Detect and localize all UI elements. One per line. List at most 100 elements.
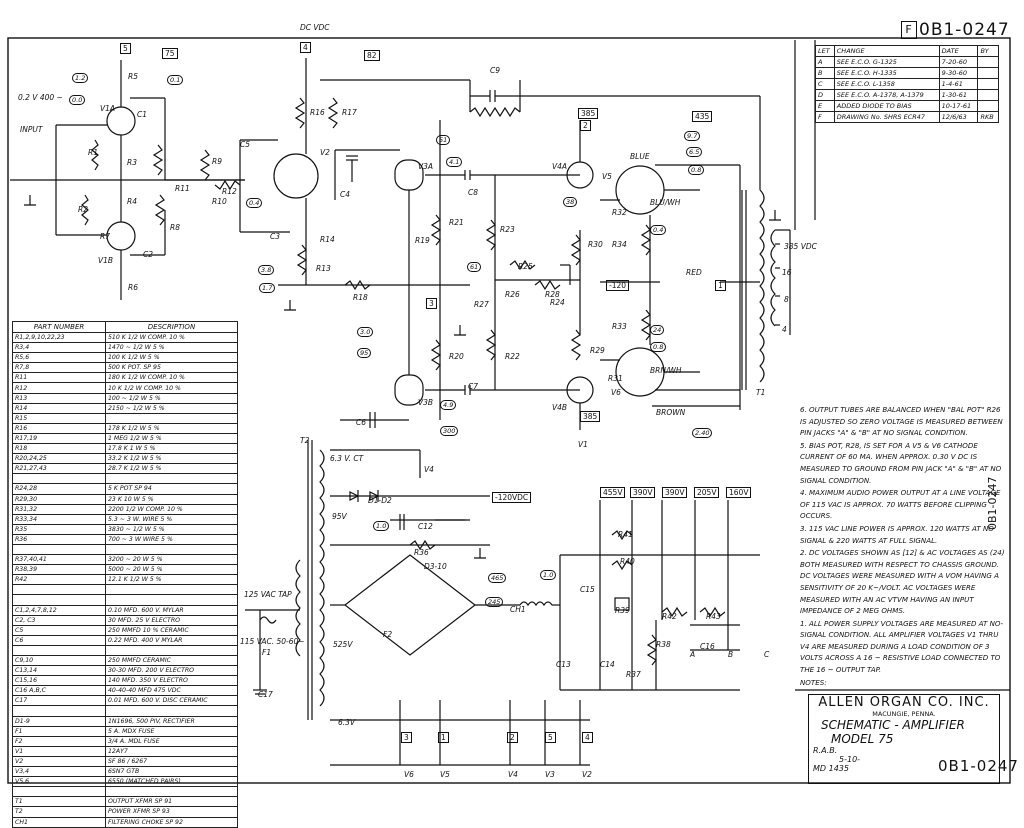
title-block: ALLEN ORGAN CO. INC. MACUNGIE, PENNA. SC… — [808, 694, 1000, 784]
part-description — [105, 473, 238, 485]
part-number — [12, 644, 106, 657]
note-item: 3. 115 VAC LINE POWER IS APPROX. 120 WAT… — [800, 523, 994, 545]
component-label: R12 — [222, 187, 237, 196]
component-label: R16 — [310, 108, 325, 117]
ac-voltage-label: 1.7 — [259, 283, 276, 293]
revision-cell: 12/6/63 — [938, 111, 979, 123]
part-description: 510 K 1/2 W COMP. 10 % — [105, 331, 238, 344]
component-label: R39 — [615, 606, 630, 615]
part-description: 33.2 K 1/2 W 5 % — [105, 453, 238, 465]
component-label: R3 — [127, 158, 137, 167]
ac-voltage-label: 0.0 — [69, 95, 86, 105]
part-description: 1N1696, 500 PIV, RECTIFIER — [105, 715, 238, 727]
dc-voltage-label: 5 — [545, 732, 556, 743]
component-label: C16 — [700, 642, 715, 651]
part-number: F1 — [12, 725, 106, 737]
component-label: T2 — [300, 436, 310, 445]
part-number: R5,6 — [12, 352, 106, 364]
component-label: R33 — [612, 322, 627, 331]
component-label: F1 — [262, 648, 272, 657]
part-number: R31,32 — [12, 503, 106, 515]
part-description: 0.01 MFD. 600 V. DISC CERAMIC — [105, 695, 238, 707]
component-label: R41 — [618, 530, 633, 539]
component-label: R5 — [128, 72, 138, 81]
v1-stage — [10, 60, 245, 300]
part-description: SF 86 / 6267 — [105, 755, 238, 768]
dc-voltage-label: 4 — [300, 42, 311, 53]
parts-row — [12, 786, 238, 798]
dc-voltage-label: 435 — [692, 111, 713, 122]
component-label: R32 — [612, 208, 627, 217]
schematic-note: 8 — [784, 295, 789, 304]
note-item: 6. OUTPUT TUBES ARE BALANCED WHEN "BAL P… — [800, 405, 1003, 438]
ac-voltage-label: 1.0 — [373, 521, 390, 531]
part-number: V2 — [12, 755, 106, 768]
note-item: 1. ALL POWER SUPPLY VOLTAGES ARE MEASURE… — [800, 618, 1004, 675]
component-label: R9 — [212, 157, 222, 166]
component-label: B — [728, 650, 734, 659]
part-number: T2 — [12, 806, 106, 818]
part-number — [12, 705, 106, 717]
part-number: R3,4 — [12, 342, 106, 354]
ac-voltage-label: 9.7 — [684, 131, 701, 141]
component-label: C8 — [468, 188, 479, 197]
part-description: 5 A. MDX FUSE — [105, 725, 238, 737]
component-label: R4 — [127, 197, 137, 206]
ac-voltage-label: 6.5 — [686, 147, 703, 157]
component-label: V1B — [98, 256, 114, 265]
note-item: 5. BIAS POT, R28, IS SET FOR A V5 & V6 C… — [800, 440, 1002, 485]
component-label: A — [690, 650, 696, 659]
revision-cell — [977, 78, 999, 90]
revision-cell: SEE E.C.O. A-1378, A-1379 — [833, 89, 940, 101]
schematic-note: 0.2 V 400 ~ — [18, 93, 63, 102]
part-description: 1470 ~ 1/2 W 5 % — [105, 342, 238, 354]
component-label: R30 — [588, 240, 603, 249]
notes-block: 6. OUTPUT TUBES ARE BALANCED WHEN "BAL P… — [800, 404, 1005, 689]
part-number: R33,34 — [12, 513, 106, 525]
part-description: OUTPUT XFMR SP 91 — [105, 796, 238, 808]
part-number: R18 — [12, 443, 106, 455]
parts-header-description: DESCRIPTION — [105, 321, 238, 333]
dc-voltage-label: 385 — [578, 108, 599, 119]
part-number: C6 — [12, 634, 106, 646]
revision-cell: 9-30-60 — [938, 67, 979, 79]
company-name: ALLEN ORGAN CO. INC. — [818, 695, 990, 710]
part-number: R36 — [12, 533, 106, 545]
part-number: V5,6 — [12, 776, 106, 788]
part-description: 12.1 K 1/2 W 5 % — [105, 574, 238, 586]
part-number: F2 — [12, 735, 106, 747]
ac-voltage-label: 0.4 — [650, 225, 667, 235]
part-description: 0.22 MFD. 400 V MYLAR — [105, 634, 238, 646]
ac-voltage-label: 0.8 — [688, 165, 705, 175]
part-description — [105, 412, 238, 424]
component-label: C2 — [143, 250, 154, 259]
schematic-note: RED — [686, 268, 702, 277]
component-label: C13 — [556, 660, 571, 669]
part-description: 100 K 1/2 W 5 % — [105, 352, 238, 364]
part-number: R20,24,25 — [12, 453, 106, 465]
part-number — [12, 786, 106, 798]
component-label: R29 — [590, 346, 605, 355]
part-number: CH1 — [12, 816, 106, 828]
revision-cell: A — [815, 56, 835, 68]
revision-cell: SEE E.C.O. G-1325 — [833, 56, 940, 68]
component-label: R24 — [550, 298, 565, 307]
ac-voltage-label: 245 — [485, 597, 504, 607]
part-description: 180 K 1/2 W COMP. 10 % — [105, 372, 238, 384]
part-description: 250 MMFD 10 % CERAMIC — [105, 624, 238, 636]
